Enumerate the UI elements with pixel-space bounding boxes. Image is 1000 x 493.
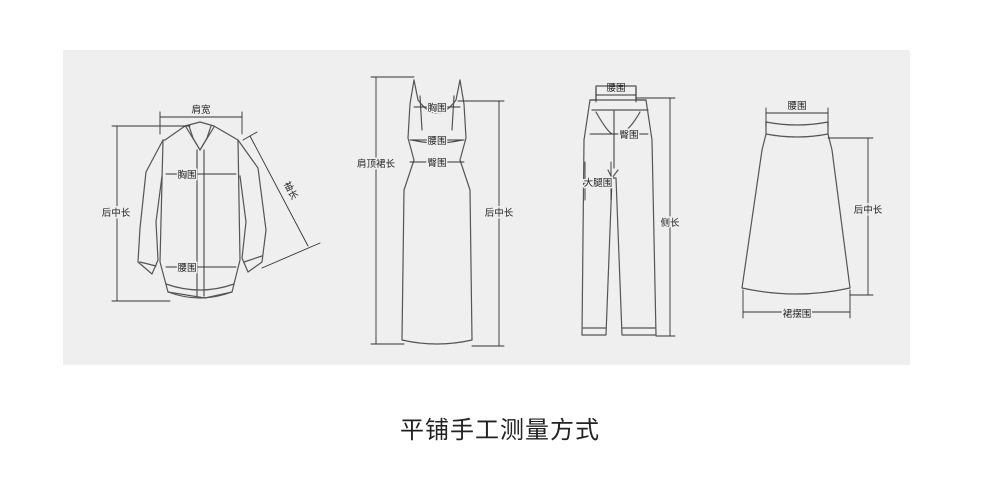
pants-side-length-label: 侧长 <box>660 217 680 229</box>
dress-measure-lines <box>370 76 505 347</box>
measurement-diagram: 肩宽 后中长 胸围 腰围 袖长 胸围 腰围 臀围 肩顶裙长 后中长 腰围 臀围 … <box>100 76 884 347</box>
dress-back-length-label: 后中长 <box>485 207 514 219</box>
dress-waist-label: 腰围 <box>427 136 446 147</box>
skirt-measure-lines <box>742 107 874 319</box>
shirt-chest-label: 胸围 <box>177 169 196 181</box>
skirt-waist-label: 腰围 <box>787 101 806 112</box>
dress-illustration <box>401 79 473 345</box>
shirt-shoulder-label: 肩宽 <box>191 104 211 116</box>
shirt-sleeve-label: 袖长 <box>281 179 301 202</box>
pants-thigh-label: 大腿围 <box>584 177 613 189</box>
pants-illustration <box>581 85 657 336</box>
pants-waist-label: 腰围 <box>606 83 625 94</box>
pants-measure-lines <box>584 87 676 337</box>
skirt-illustration <box>741 121 851 295</box>
dress-hip-label: 臀围 <box>427 158 446 169</box>
pants-hip-label: 臀围 <box>619 130 638 141</box>
shirt-measure-lines <box>111 111 321 302</box>
caption: 平铺手工测量方式 <box>400 416 600 444</box>
dress-shoulder-hem-label: 肩顶裙长 <box>357 158 396 170</box>
shirt-back-length-label: 后中长 <box>102 207 131 219</box>
skirt-back-length-label: 后中长 <box>854 204 883 216</box>
skirt-hem-label: 裙摆围 <box>783 308 812 320</box>
dress-chest-label: 胸围 <box>427 102 446 114</box>
shirt-illustration <box>137 121 267 299</box>
shirt-waist-label: 腰围 <box>177 263 196 274</box>
